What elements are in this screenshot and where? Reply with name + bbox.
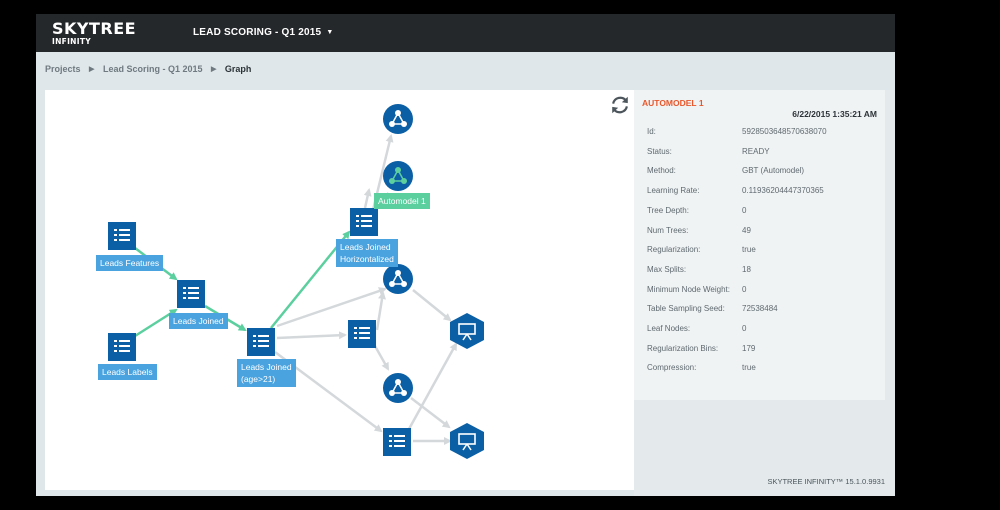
property-label: Minimum Node Weight:: [647, 284, 730, 294]
node-label-automodel-1[interactable]: Automodel 1: [374, 193, 430, 209]
property-value: 0: [742, 284, 747, 294]
network-icon: [389, 270, 407, 287]
project-title: LEAD SCORING - Q1 2015: [193, 27, 322, 38]
table-icon: [253, 335, 269, 347]
property-label: Leaf Nodes:: [647, 324, 691, 333]
table-node-leads-features[interactable]: [108, 222, 136, 250]
edge: [375, 291, 386, 331]
edge: [410, 397, 451, 429]
property-value: READY: [742, 146, 770, 156]
table-node-leads-joined[interactable]: [177, 280, 205, 308]
node-label-text: Leads Joined: [241, 362, 292, 372]
node-label-text: Leads Joined: [173, 316, 224, 326]
chevron-right-icon: ▶: [211, 65, 217, 73]
property-label: Table Sampling Seed:: [647, 304, 725, 314]
breadcrumb-current: Graph: [224, 63, 252, 74]
edge: [407, 342, 458, 430]
app-window: SKYTREE INFINITY LEAD SCORING - Q1 2015 ▼…: [36, 14, 895, 496]
model-node-1[interactable]: [383, 104, 413, 134]
table-node-leads-labels[interactable]: [108, 333, 136, 361]
node-label-leads-joined-horizontalized[interactable]: Leads Joined Horizontalized: [336, 239, 398, 267]
details-panel: AUTOMODEL 1 6/22/2015 1:35:21 AM Id: 5928…: [634, 90, 895, 496]
table-icon: [114, 340, 130, 352]
presentation-icon: [458, 323, 476, 341]
table-icon: [114, 229, 130, 241]
logo-subtext: INFINITY: [52, 37, 91, 46]
graph-canvas[interactable]: Leads Features Leads Labels Leads Joined…: [45, 90, 634, 490]
logo-text: SKYTREE: [52, 19, 137, 38]
property-label: Regularization:: [647, 245, 701, 255]
property-value: 0.11936204447370365: [742, 186, 824, 196]
breadcrumb-projects[interactable]: Projects: [45, 63, 81, 74]
caret-down-icon: ▼: [326, 29, 334, 36]
property-value: 18: [742, 264, 751, 274]
property-value: 0: [742, 205, 747, 215]
node-label-leads-labels[interactable]: Leads Labels: [98, 364, 157, 380]
table-icon: [354, 327, 370, 339]
property-value: 179: [742, 343, 756, 353]
edge: [276, 331, 347, 340]
project-selector[interactable]: LEAD SCORING - Q1 2015 ▼: [193, 27, 333, 38]
breadcrumb-project[interactable]: Lead Scoring - Q1 2015: [102, 63, 203, 74]
property-label: Method:: [647, 166, 676, 176]
model-details-card: AUTOMODEL 1 6/22/2015 1:35:21 AM Id: 5928…: [634, 90, 885, 400]
breadcrumb: Projects ▶ Lead Scoring - Q1 2015 ▶ Grap…: [45, 63, 251, 74]
property-label: Tree Depth:: [647, 205, 689, 215]
skytree-logo[interactable]: SKYTREE INFINITY: [52, 21, 136, 46]
version-text: SKYTREE INFINITY™ 15.1.0.9931: [767, 477, 885, 486]
node-label-text: Leads Features: [100, 258, 160, 268]
node-label-leads-joined[interactable]: Leads Joined: [169, 313, 228, 329]
property-value: GBT (Automodel): [742, 166, 805, 176]
graph-svg: [108, 104, 484, 459]
model-node-automodel-1[interactable]: [383, 161, 413, 191]
refresh-icon[interactable]: [609, 94, 631, 116]
edge: [373, 345, 390, 371]
top-bar: SKYTREE INFINITY LEAD SCORING - Q1 2015 ▼: [36, 14, 895, 52]
table-node-leads-joined-age[interactable]: [247, 328, 275, 356]
node-label-text: Leads Labels: [102, 367, 153, 377]
node-label-text: Leads Joined: [340, 242, 391, 252]
table-node-mid[interactable]: [348, 320, 376, 348]
node-label-text: Automodel 1: [378, 196, 426, 206]
network-icon: [389, 379, 407, 396]
table-node-leads-joined-horizontalized[interactable]: [350, 208, 378, 236]
report-node-1[interactable]: [450, 313, 484, 349]
model-name: AUTOMODEL 1: [642, 98, 704, 108]
property-label: Learning Rate:: [647, 186, 700, 196]
table-icon: [183, 287, 199, 299]
property-label: Num Trees:: [647, 225, 689, 235]
model-node-3[interactable]: [383, 264, 413, 294]
network-icon: [389, 110, 407, 127]
presentation-icon: [458, 433, 476, 451]
node-label-leads-joined-age[interactable]: Leads Joined (age>21): [237, 359, 296, 387]
network-icon: [389, 167, 407, 184]
report-node-2[interactable]: [450, 423, 484, 459]
property-value: true: [742, 245, 756, 255]
table-icon: [356, 215, 372, 227]
property-label: Id:: [647, 127, 656, 136]
chevron-right-icon: ▶: [89, 65, 95, 73]
property-value: 49: [742, 225, 751, 235]
node-label-text: (age>21): [241, 374, 276, 384]
model-datetime: 6/22/2015 1:35:21 AM: [792, 109, 877, 119]
property-label: Status:: [647, 146, 672, 156]
edge: [363, 188, 372, 209]
node-label-leads-features[interactable]: Leads Features: [96, 255, 164, 271]
property-value: 0: [742, 324, 747, 333]
property-value: 5928503648570638070: [742, 127, 827, 136]
edge: [276, 287, 387, 328]
node-label-text: Horizontalized: [340, 254, 394, 264]
property-label: Max Splits:: [647, 264, 687, 274]
property-label: Compression:: [647, 363, 697, 373]
model-node-4[interactable]: [383, 373, 413, 403]
edge: [412, 289, 452, 322]
property-label: Regularization Bins:: [647, 343, 719, 353]
property-value: true: [742, 363, 756, 373]
table-node-bottom[interactable]: [383, 428, 411, 456]
table-icon: [389, 435, 405, 447]
property-value: 72538484: [742, 304, 778, 314]
